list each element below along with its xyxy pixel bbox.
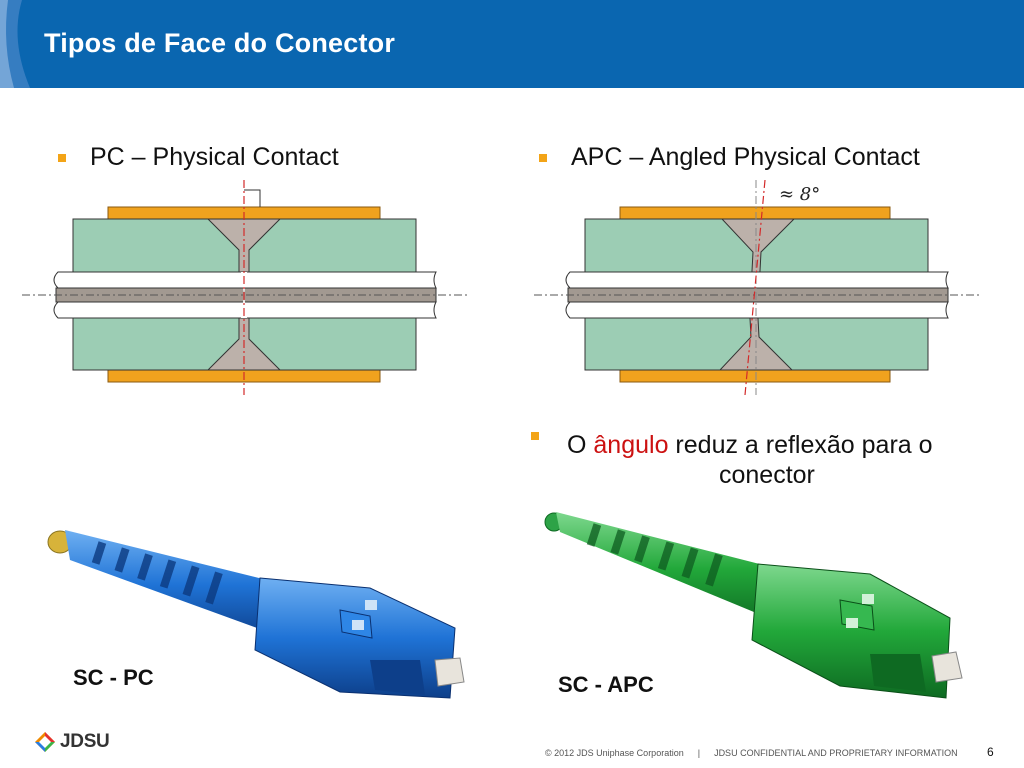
bullet-pc-text: PC – Physical Contact bbox=[90, 143, 339, 171]
housing-window bbox=[862, 594, 874, 604]
bullet-apc-text: APC – Angled Physical Contact bbox=[571, 143, 920, 171]
housing-face bbox=[370, 660, 425, 695]
slide-title: Tipos de Face do Conector bbox=[44, 28, 396, 58]
bullet-marker bbox=[539, 154, 547, 162]
housing-window bbox=[352, 620, 364, 630]
jdsu-logo: JDSU bbox=[34, 731, 110, 753]
sc-apc-connector-photo bbox=[544, 512, 963, 699]
note-suffix: reduz a reflexão para o bbox=[668, 431, 933, 459]
footer-text: © 2012 JDS Uniphase Corporation | JDSU CON… bbox=[545, 748, 958, 758]
title-bar: Tipos de Face do Conector bbox=[0, 0, 1024, 88]
fiber-jacket-top bbox=[565, 271, 949, 289]
sleeve-top bbox=[619, 206, 891, 220]
bullet-apc: APC – Angled Physical Contact bbox=[539, 143, 920, 172]
sc-pc-connector-photo bbox=[47, 530, 465, 699]
ferrule-tip bbox=[434, 657, 465, 687]
logo-text: JDSU bbox=[60, 731, 110, 752]
angle-label: ≈ 8° bbox=[779, 184, 820, 205]
bullet-marker bbox=[58, 154, 66, 162]
boot-ribs bbox=[586, 523, 723, 587]
housing-face bbox=[870, 654, 926, 692]
footer-confidential: JDSU CONFIDENTIAL AND PROPRIETARY INFORM… bbox=[714, 748, 958, 758]
bullet-pc: PC – Physical Contact bbox=[58, 143, 339, 172]
note-line-1: O ângulo reduz a reflexão para o bbox=[567, 430, 933, 460]
page-number: 6 bbox=[987, 745, 994, 759]
connector-boot bbox=[556, 512, 788, 626]
angled-end-face-line bbox=[744, 180, 766, 395]
connector-housing bbox=[254, 577, 456, 699]
sc-apc-caption: SC - APC bbox=[558, 672, 654, 697]
pc-cross-section-diagram bbox=[22, 180, 468, 395]
jdsu-logo-icon bbox=[35, 732, 55, 752]
fiber-jacket-bottom bbox=[565, 301, 949, 319]
boot-ribs bbox=[91, 541, 223, 605]
footer-copyright: © 2012 JDS Uniphase Corporation bbox=[545, 748, 684, 758]
footer-separator: | bbox=[697, 748, 701, 758]
sleeve-bottom bbox=[619, 369, 891, 383]
sc-pc-caption: SC - PC bbox=[73, 665, 154, 690]
note-line-2: conector bbox=[719, 461, 815, 489]
housing-window bbox=[365, 600, 377, 610]
note-highlight: ângulo bbox=[593, 431, 669, 459]
bullet-marker bbox=[531, 432, 539, 440]
note-prefix: O bbox=[567, 431, 594, 459]
housing-window bbox=[846, 618, 858, 628]
ferrule-tip bbox=[931, 651, 963, 683]
apc-cross-section-diagram: ≈ 8° bbox=[534, 180, 980, 395]
title-swoosh-decoration bbox=[0, 0, 30, 88]
contact-flag bbox=[244, 189, 261, 207]
